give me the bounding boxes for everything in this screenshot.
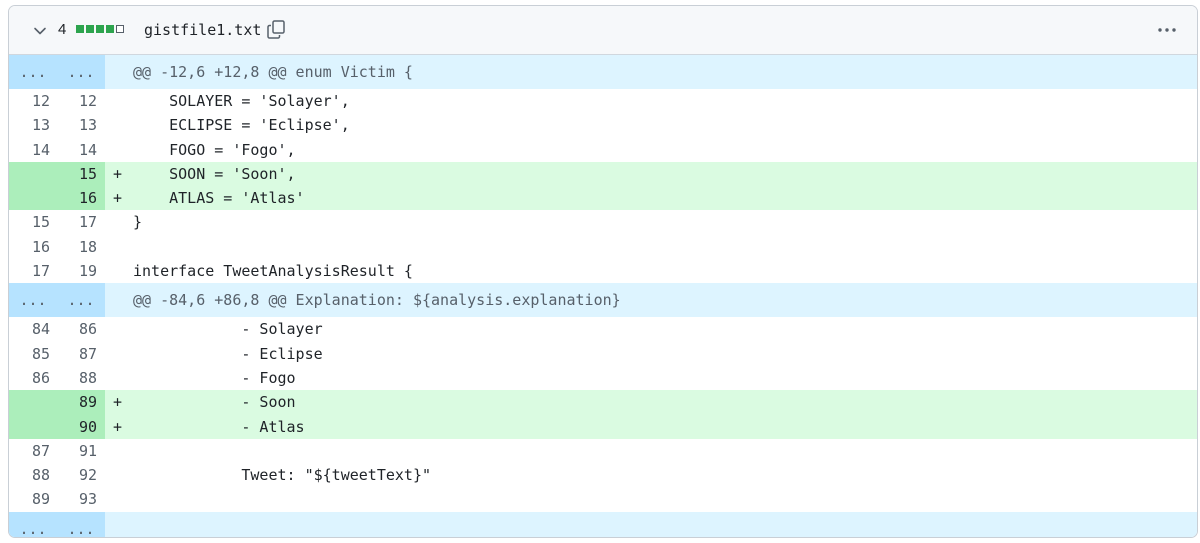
added-line-row: 90 + - Atlas — [9, 414, 1197, 439]
code-line: - Solayer — [133, 320, 323, 339]
code-line: ECLIPSE = 'Eclipse', — [133, 116, 350, 135]
old-line-number[interactable]: 84 — [31, 320, 50, 339]
context-line-row: 85 87 - Eclipse — [9, 341, 1197, 366]
context-line-row: 14 14 FOGO = 'Fogo', — [9, 137, 1197, 162]
diff-marker: + — [113, 189, 123, 208]
code-line: interface TweetAnalysisResult { — [133, 262, 413, 281]
code-line: SOON = 'Soon', — [133, 164, 296, 183]
hunk-header-text: @@ -12,6 +12,8 @@ enum Victim { — [133, 63, 413, 81]
new-line-number[interactable]: 91 — [78, 441, 97, 460]
old-line-number[interactable]: 89 — [31, 490, 50, 509]
diffstat-block-add — [86, 25, 94, 33]
code-line: - Eclipse — [133, 344, 323, 363]
context-line-row: 12 12 SOLAYER = 'Solayer', — [9, 89, 1197, 114]
added-line-row: 16 + ATLAS = 'Atlas' — [9, 186, 1197, 211]
new-line-number[interactable]: 13 — [78, 116, 97, 135]
diff-file-panel: 4 gistfile1.txt ...... @@ -12,6 +12,8 @@ … — [8, 5, 1198, 538]
old-line-number[interactable]: 15 — [31, 213, 50, 232]
chevron-down-icon[interactable] — [32, 23, 48, 39]
expand-down-button[interactable]: ... — [57, 55, 105, 89]
old-line-number[interactable]: 12 — [31, 92, 50, 110]
file-header: 4 gistfile1.txt — [9, 6, 1197, 55]
diffstat-block-add — [96, 25, 104, 33]
expand-down-button[interactable]: ... — [57, 511, 105, 537]
diff-marker: + — [113, 164, 123, 183]
copy-icon[interactable] — [267, 20, 285, 39]
file-name[interactable]: gistfile1.txt — [144, 21, 262, 39]
new-line-number[interactable]: 87 — [78, 344, 97, 363]
old-line-number[interactable] — [9, 414, 57, 439]
code-line: SOLAYER = 'Solayer', — [133, 92, 350, 110]
added-line-row: 15 + SOON = 'Soon', — [9, 161, 1197, 187]
old-line-number[interactable]: 87 — [31, 441, 50, 460]
expand-up-button[interactable]: ... — [9, 55, 57, 89]
new-line-number[interactable]: 89 — [57, 390, 105, 415]
new-line-number[interactable]: 14 — [78, 140, 97, 159]
context-line-row: 13 13 ECLIPSE = 'Eclipse', — [9, 113, 1197, 138]
diff-marker: + — [113, 393, 123, 412]
change-count: 4 — [58, 21, 67, 38]
context-line-row: 84 86 - Solayer — [9, 317, 1197, 342]
expand-down-button[interactable]: ... — [57, 283, 105, 318]
old-line-number[interactable]: 85 — [31, 344, 50, 363]
context-line-row: 15 17} — [9, 210, 1197, 235]
diffstat-blocks — [76, 25, 124, 33]
code-line: FOGO = 'Fogo', — [133, 140, 296, 159]
new-line-number[interactable]: 88 — [78, 368, 97, 387]
new-line-number[interactable]: 12 — [78, 92, 97, 110]
hunk-header-row: ...... @@ -84,6 +86,8 @@ Explanation: ${a… — [9, 283, 1197, 318]
old-line-number[interactable]: 16 — [31, 237, 50, 256]
old-line-number[interactable]: 86 — [31, 368, 50, 387]
code-line: - Soon — [133, 393, 296, 412]
new-line-number[interactable]: 90 — [57, 414, 105, 439]
diffstat-block-neutral — [116, 25, 124, 33]
code-line: - Atlas — [133, 417, 305, 436]
old-line-number[interactable]: 88 — [31, 466, 50, 485]
new-line-number[interactable]: 19 — [78, 262, 97, 281]
hunk-header-row: ...... @@ -12,6 +12,8 @@ enum Victim { — [9, 55, 1197, 89]
new-line-number[interactable]: 16 — [57, 186, 105, 211]
kebab-horizontal-icon[interactable] — [1157, 22, 1177, 38]
added-line-row: 89 + - Soon — [9, 390, 1197, 415]
new-line-number[interactable]: 92 — [78, 466, 97, 485]
context-line-row: 17 19 interface TweetAnalysisResult { — [9, 259, 1197, 284]
old-line-number[interactable] — [9, 390, 57, 415]
code-line: } — [133, 213, 143, 232]
diff-marker: + — [113, 417, 123, 436]
hunk-header-text: @@ -84,6 +86,8 @@ Explanation: ${analysi… — [133, 291, 621, 310]
context-line-row: 87 91 — [9, 438, 1197, 464]
new-line-number[interactable]: 15 — [57, 161, 105, 187]
old-line-number[interactable]: 13 — [31, 116, 50, 135]
context-line-row: 89 93 — [9, 487, 1197, 512]
code-line: - Fogo — [133, 368, 296, 387]
expand-up-button[interactable]: ... — [9, 283, 57, 318]
hunk-header-row: ...... — [9, 511, 1197, 537]
new-line-number[interactable]: 93 — [78, 490, 97, 509]
new-line-number[interactable]: 86 — [78, 320, 97, 339]
old-line-number[interactable]: 17 — [31, 262, 50, 281]
code-line: ATLAS = 'Atlas' — [133, 189, 305, 208]
new-line-number[interactable]: 17 — [78, 213, 97, 232]
context-line-row: 88 92 Tweet: "${tweetText}" — [9, 463, 1197, 488]
code-line: Tweet: "${tweetText}" — [133, 466, 432, 485]
new-line-number[interactable]: 18 — [78, 237, 97, 256]
diffstat-block-add — [76, 25, 84, 33]
old-line-number[interactable] — [9, 161, 57, 187]
expand-up-button[interactable]: ... — [9, 511, 57, 537]
old-line-number[interactable] — [9, 186, 57, 211]
diffstat-block-add — [106, 25, 114, 33]
context-line-row: 86 88 - Fogo — [9, 365, 1197, 391]
old-line-number[interactable]: 14 — [31, 140, 50, 159]
